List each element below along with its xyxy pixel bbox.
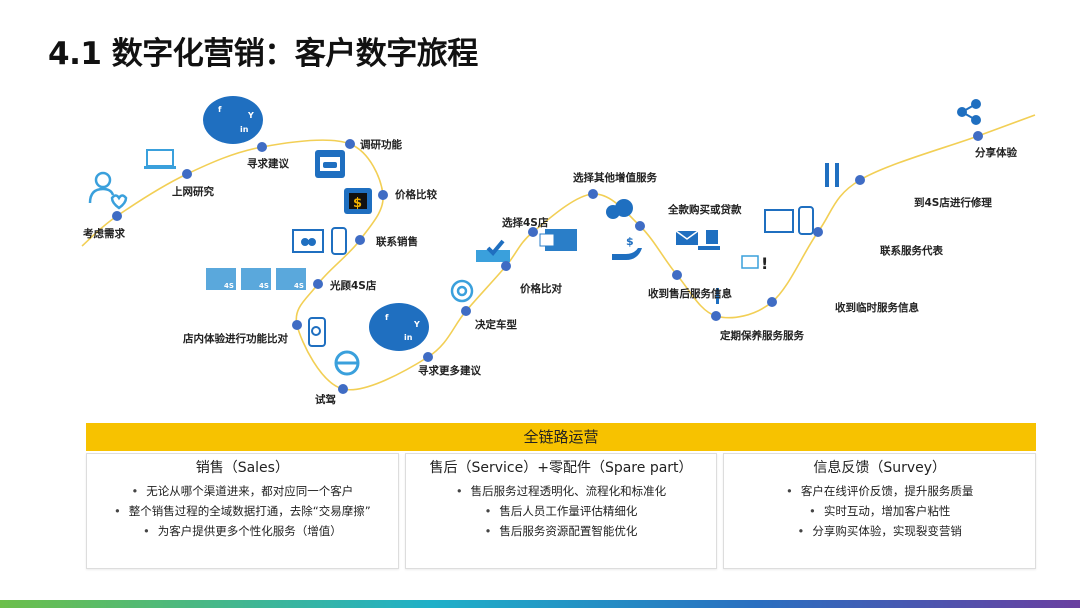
journey-stage-dot [461, 306, 471, 316]
journey-stage-label: 价格比较 [395, 188, 437, 201]
journey-stage-label: 决定车型 [475, 318, 517, 331]
store-4s-text: 4S [224, 282, 234, 290]
car-tablet-icon [315, 150, 345, 178]
journey-stage-label: 寻求建议 [247, 157, 289, 170]
money-check-icon [476, 239, 510, 262]
dollar-icon-text: $ [353, 196, 362, 211]
journey-stage-dot [813, 227, 823, 237]
journey-stage-dot [528, 227, 538, 237]
journey-stage-label: 定期保养服务服务 [719, 329, 804, 342]
journey-stage-dot [588, 189, 598, 199]
journey-stage-dot [378, 190, 388, 200]
svg-text:in: in [240, 125, 249, 134]
svg-text:Y: Y [247, 111, 254, 120]
journey-stage-dot [635, 221, 645, 231]
tools-icon [825, 163, 839, 187]
journey-stage-label: 全款购买或贷款 [667, 203, 742, 216]
mail-icon [675, 230, 699, 245]
journey-stage-label: 试驾 [315, 393, 336, 406]
footer-gradient-bar [0, 600, 1080, 608]
journey-stage-label: 调研功能 [360, 138, 402, 151]
journey-stage-dot [313, 279, 323, 289]
list-item: 实时互动，增加客户粘性 [724, 501, 1035, 521]
share-icon [957, 99, 981, 125]
journey-stage-label: 选择其他增值服务 [573, 171, 657, 184]
svg-text:f: f [218, 105, 222, 114]
journey-stage-label: 寻求更多建议 [418, 364, 481, 377]
journey-stage-label: 选择4S店 [502, 216, 549, 229]
list-item: 售后人员工作量评估精细化 [406, 501, 717, 521]
store-4s-text: 4S [259, 282, 269, 290]
contact-screen-icon [292, 227, 347, 255]
alert-note-icon: ! [741, 254, 768, 273]
journey-stage-dot [355, 235, 365, 245]
laptop-icon [144, 149, 176, 169]
journey-stage-label: 价格比对 [520, 282, 562, 295]
journey-stage-dot [855, 175, 865, 185]
journey-stage-dot [345, 139, 355, 149]
journey-stage-dot [501, 261, 511, 271]
operations-panel: 全链路运营 销售（Sales） 无论从哪个渠道进来，都对应同一个客户整个销售过程… [86, 423, 1037, 571]
journey-stage-label: 联系销售 [376, 235, 418, 248]
journey-stage-label: 分享体验 [975, 146, 1017, 159]
wheel-service-icon [606, 199, 633, 219]
target-icon [450, 279, 474, 303]
service-contact-icon [764, 206, 814, 235]
store-4s-text: 4S [294, 282, 304, 290]
journey-stage-dot [973, 131, 983, 141]
sales-column: 销售（Sales） 无论从哪个渠道进来，都对应同一个客户整个销售过程的全域数据打… [86, 453, 399, 569]
steering-wheel-icon [334, 350, 360, 376]
store-icons: 4S 4S 4S [206, 268, 306, 290]
journey-stage-label: 收到临时服务信息 [835, 301, 919, 314]
svg-text:in: in [404, 333, 413, 342]
svg-text:Y: Y [413, 320, 420, 329]
person-heart-icon [88, 171, 128, 210]
journey-stage-label: 收到售后服务信息 [648, 287, 732, 300]
store-building-icon [539, 229, 577, 251]
journey-stage-dot [423, 352, 433, 362]
journey-stage-label: 店内体验进行功能比对 [182, 332, 288, 345]
list-item: 客户在线评价反馈，提升服务质量 [724, 481, 1035, 501]
journey-stage-dot [182, 169, 192, 179]
list-item: 为客户提供更多个性化服务（增值） [87, 521, 398, 541]
phone-search-icon [308, 317, 326, 347]
wrench-icon [716, 288, 719, 304]
journey-stage-dot [257, 142, 267, 152]
service-column: 售后（Service）+零配件（Spare part） 售后服务过程透明化、流程… [404, 453, 718, 569]
journey-stage-dot [672, 270, 682, 280]
journey-stage-dot [711, 311, 721, 321]
survey-column: 信息反馈（Survey） 客户在线评价反馈，提升服务质量实时互动，增加客户粘性分… [723, 453, 1037, 569]
hand-document-icon [698, 230, 720, 250]
list-item: 整个销售过程的全域数据打通，去除“交易摩擦” [87, 501, 398, 521]
column-heading: 信息反馈（Survey） [813, 460, 947, 476]
list-item: 无论从哪个渠道进来，都对应同一个客户 [87, 481, 398, 501]
svg-text:f: f [385, 313, 389, 322]
column-heading: 销售（Sales） [195, 460, 289, 476]
price-tablet-icon: $ [344, 188, 372, 214]
journey-stage-label: 光顾4S店 [329, 279, 377, 292]
journey-stage-dot [292, 320, 302, 330]
journey-stage-dot [112, 211, 122, 221]
journey-stage-dot [767, 297, 777, 307]
list-item: 售后服务过程透明化、流程化和标准化 [406, 481, 717, 501]
alert-text: ! [761, 254, 768, 273]
journey-stage-label: 到4S店进行修理 [914, 196, 992, 209]
journey-stage-dot [338, 384, 348, 394]
journey-stage-label: 上网研究 [172, 185, 214, 198]
hand-money-icon: $ [612, 235, 642, 260]
page-title: 4.1 数字化营销：客户数字旅程 [48, 36, 478, 72]
column-heading: 售后（Service）+零配件（Spare part） [429, 460, 693, 476]
operations-banner: 全链路运营 [86, 423, 1036, 451]
svg-text:$: $ [626, 235, 634, 248]
list-item: 售后服务资源配置智能优化 [406, 521, 717, 541]
list-item: 分享购买体验，实现裂变营销 [724, 521, 1035, 541]
journey-stage-label: 考虑需求 [83, 227, 125, 240]
journey-stage-label: 联系服务代表 [880, 244, 943, 257]
